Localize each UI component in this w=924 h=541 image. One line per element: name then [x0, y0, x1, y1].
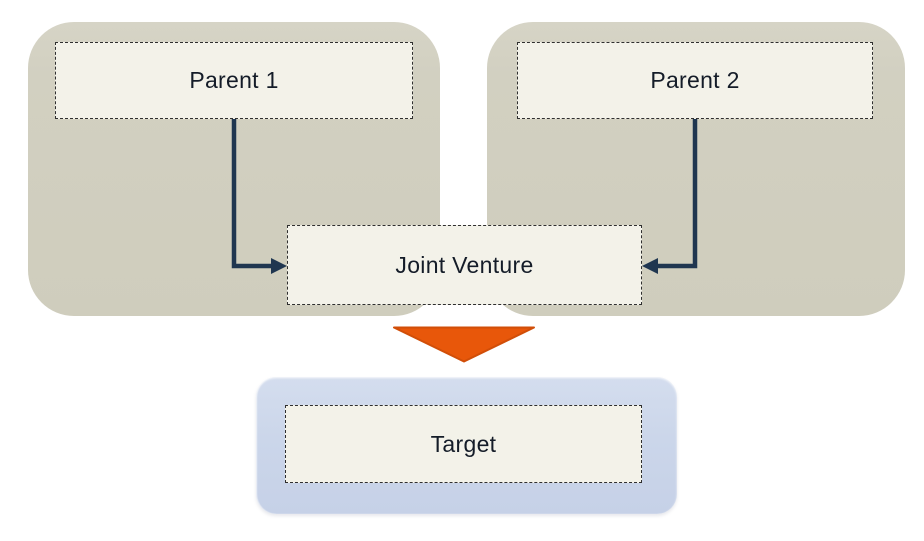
- parent2-label: Parent 2: [650, 67, 740, 93]
- joint-venture-label: Joint Venture: [395, 251, 534, 278]
- target-label: Target: [430, 430, 497, 457]
- target-node: Target: [285, 405, 642, 483]
- parent1-node: Parent 1: [55, 42, 413, 119]
- joint-venture-node: Joint Venture: [287, 225, 642, 305]
- parent1-label: Parent 1: [189, 67, 279, 93]
- parent2-node: Parent 2: [517, 42, 873, 119]
- jv-to-target-block-arrow: [393, 326, 535, 363]
